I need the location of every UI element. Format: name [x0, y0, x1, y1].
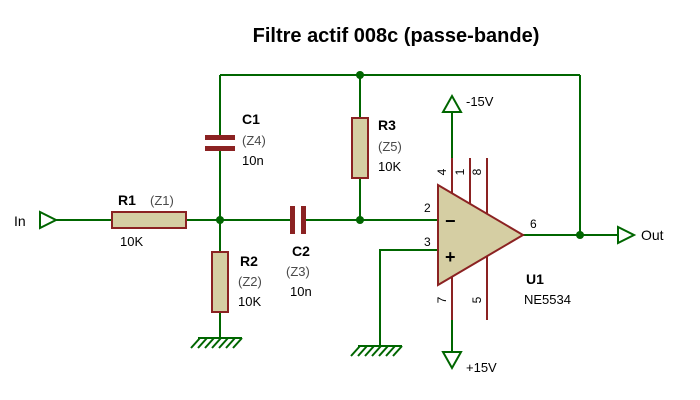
junction-top-rail: [356, 71, 364, 79]
supply-negative: -15V: [441, 93, 494, 113]
capacitor-c2-ref: C2: [292, 243, 310, 259]
resistor-r1-alt: (Z1): [150, 193, 174, 208]
opamp-pin1-number: 1: [453, 168, 467, 175]
opamp-pin6-number: 6: [530, 217, 537, 231]
resistor-r1: R1 (Z1) 10K: [111, 192, 187, 249]
resistor-r3-body: [351, 117, 369, 179]
input-port-label: In: [14, 213, 26, 229]
resistor-r2-ref: R2: [240, 253, 258, 269]
opamp-plus-sign: +: [445, 247, 456, 267]
input-connector-icon: [39, 210, 59, 230]
junction-node-a: [216, 216, 224, 224]
resistor-r2: R2 (Z2) 10K: [211, 251, 262, 313]
opamp-u1-part: NE5534: [524, 292, 571, 307]
resistor-r2-alt: (Z2): [238, 274, 262, 289]
capacitor-c1: C1 (Z4) 10n: [205, 111, 266, 168]
output-connector-icon: [617, 225, 637, 245]
capacitor-c2-plate-left: [290, 206, 295, 234]
output-port-label: Out: [641, 227, 664, 243]
opamp-pin8-number: 8: [470, 168, 484, 175]
opamp-u1-ref: U1: [526, 271, 544, 287]
supply-positive-icon: [441, 351, 463, 371]
opamp-pin4-number: 4: [435, 168, 449, 175]
capacitor-c1-plate-top: [205, 135, 235, 140]
wire-noninv-to-ground: [379, 249, 438, 346]
supply-positive: +15V: [441, 351, 497, 375]
resistor-r2-value: 10K: [238, 294, 261, 309]
resistor-r3: R3 (Z5) 10K: [351, 117, 402, 179]
opamp-minus-sign: −: [445, 211, 456, 231]
opamp-pin2-number: 2: [424, 201, 431, 215]
capacitor-c1-alt: (Z4): [242, 133, 266, 148]
opamp-u1: − + 2 3 6 4 1 8 7 5 U1 NE5534: [424, 158, 571, 320]
schematic-title: Filtre actif 008c (passe-bande): [253, 25, 540, 47]
opamp-pin7-number: 7: [435, 296, 449, 303]
ground-symbol-r2: [190, 337, 243, 349]
resistor-r3-value: 10K: [378, 159, 401, 174]
capacitor-c2-alt: (Z3): [286, 264, 310, 279]
opamp-pin5-number: 5: [470, 296, 484, 303]
capacitor-c2-plate-right: [301, 206, 306, 234]
resistor-r2-body: [211, 251, 229, 313]
capacitor-c2-value: 10n: [290, 284, 312, 299]
resistor-r1-body: [111, 211, 187, 229]
resistor-r1-ref: R1: [118, 192, 136, 208]
capacitor-c1-value: 10n: [242, 153, 264, 168]
opamp-pin3-number: 3: [424, 235, 431, 249]
supply-positive-label: +15V: [466, 360, 497, 375]
opamp-triangle: [437, 183, 525, 287]
junction-node-b: [356, 216, 364, 224]
capacitor-c1-plate-bottom: [205, 146, 235, 151]
ground-symbol-noninv: [350, 345, 403, 357]
supply-negative-icon: [441, 93, 463, 113]
resistor-r3-alt: (Z5): [378, 139, 402, 154]
capacitor-c2: C2 (Z3) 10n: [286, 206, 312, 299]
resistor-r1-value: 10K: [120, 234, 143, 249]
supply-negative-label: -15V: [466, 94, 494, 109]
capacitor-c1-ref: C1: [242, 111, 260, 127]
resistor-r3-ref: R3: [378, 117, 396, 133]
junction-output: [576, 231, 584, 239]
